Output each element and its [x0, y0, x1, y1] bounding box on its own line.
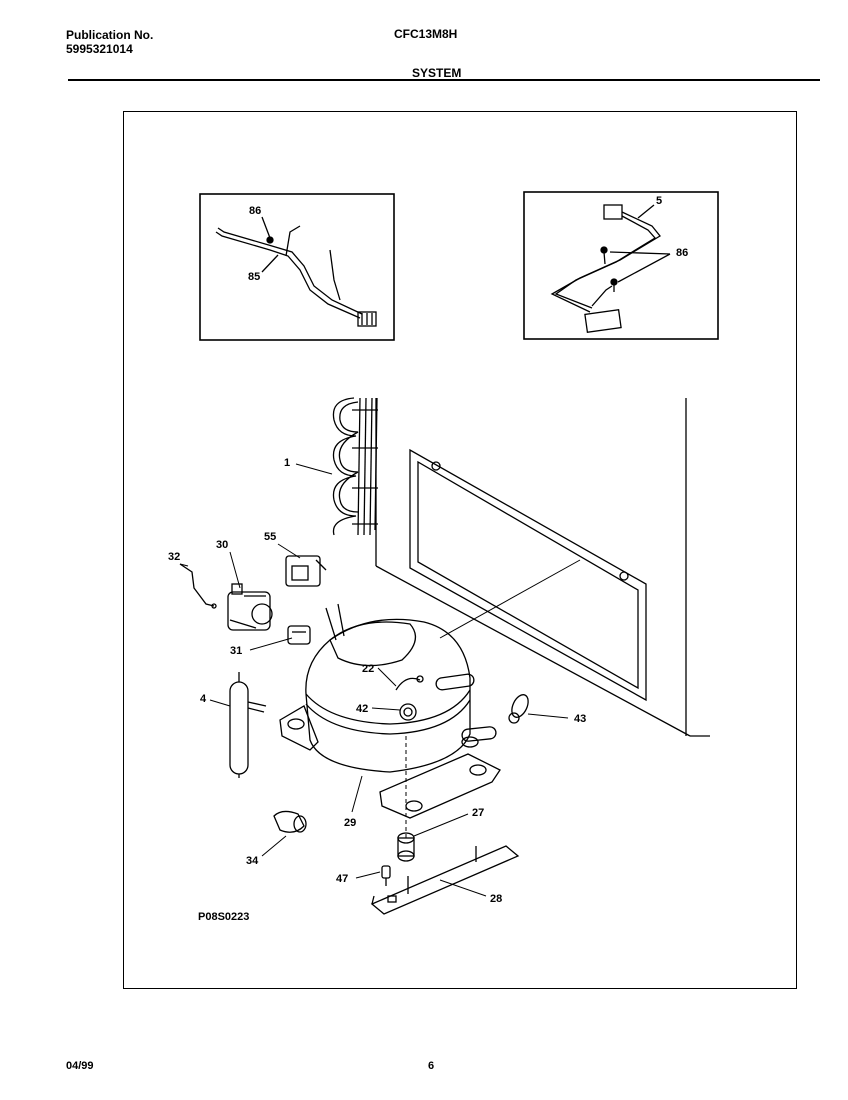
- callout-1: 1: [284, 457, 290, 469]
- callout-55: 55: [264, 531, 276, 543]
- compressor: [279, 603, 501, 819]
- model-number: CFC13M8H: [394, 27, 458, 41]
- inset-left: [199, 193, 395, 341]
- header-rule: [68, 79, 820, 81]
- callout-43: 43: [574, 713, 586, 725]
- callout-34: 34: [246, 855, 259, 867]
- section-title: SYSTEM: [412, 66, 462, 80]
- clamp: [508, 694, 529, 724]
- callout-30: 30: [216, 539, 228, 551]
- publication-label: Publication No.: [66, 28, 154, 42]
- condenser-coil: [332, 397, 378, 536]
- footer-date: 04/99: [66, 1060, 94, 1072]
- publication-number: 5995321014: [66, 42, 133, 56]
- screw: [381, 865, 391, 886]
- callout-4: 4: [200, 693, 207, 705]
- grommet: [397, 832, 415, 862]
- callout-32: 32: [168, 551, 180, 563]
- callout-86-left: 86: [249, 205, 261, 217]
- callout-85: 85: [248, 271, 260, 283]
- callout-42: 42: [356, 703, 368, 715]
- callout-29: 29: [344, 817, 356, 829]
- callout-5: 5: [656, 195, 662, 207]
- callout-86-right: 86: [676, 247, 688, 259]
- callout-22: 22: [362, 663, 374, 675]
- overload-wire: [179, 563, 215, 607]
- mounting-rail: [370, 845, 520, 915]
- callout-31: 31: [230, 645, 242, 657]
- drawing-code: P08S0223: [198, 911, 249, 923]
- relay: [227, 583, 273, 631]
- page-number: 6: [428, 1060, 435, 1072]
- diagram-frame: [123, 111, 797, 989]
- capacitor: [285, 555, 327, 587]
- callout-28: 28: [490, 893, 502, 905]
- sleeve: [273, 810, 307, 833]
- cabinet: [375, 398, 710, 737]
- inset-right: [523, 191, 719, 340]
- leader-lines: [179, 463, 569, 897]
- terminal-cover: [287, 625, 311, 645]
- callout-27: 27: [472, 807, 484, 819]
- callout-47: 47: [336, 873, 348, 885]
- filter-drier: [229, 672, 267, 778]
